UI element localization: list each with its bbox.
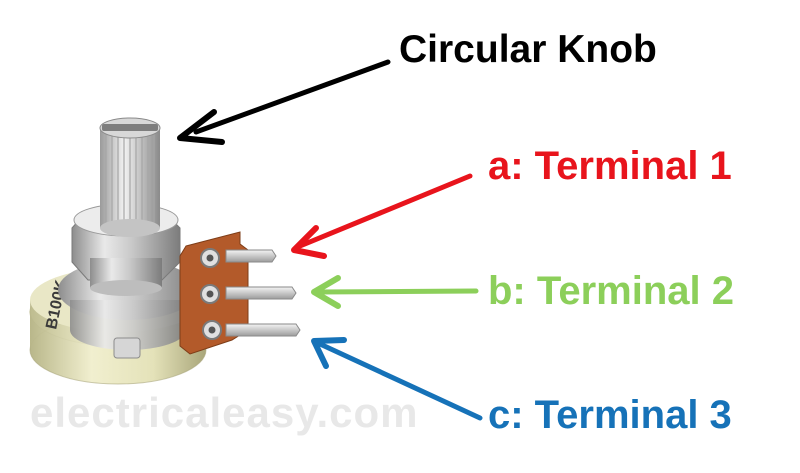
arrow-terminal-a — [291, 173, 473, 259]
terminal-b-label: b: Terminal 2 — [488, 269, 734, 313]
terminal-c-label: c: Terminal 3 — [488, 393, 732, 437]
arrow-terminal-c — [311, 337, 483, 421]
terminal-pins — [225, 249, 301, 337]
watermark-text: electricaleasy.com — [30, 389, 419, 436]
arrow-knob — [177, 59, 391, 145]
knob-label: Circular Knob — [399, 28, 657, 71]
terminal-a-label: a: Terminal 1 — [488, 144, 732, 188]
knob-shaft — [99, 117, 161, 237]
terminal-eyelets — [200, 248, 222, 340]
arrow-terminal-b — [311, 275, 479, 309]
